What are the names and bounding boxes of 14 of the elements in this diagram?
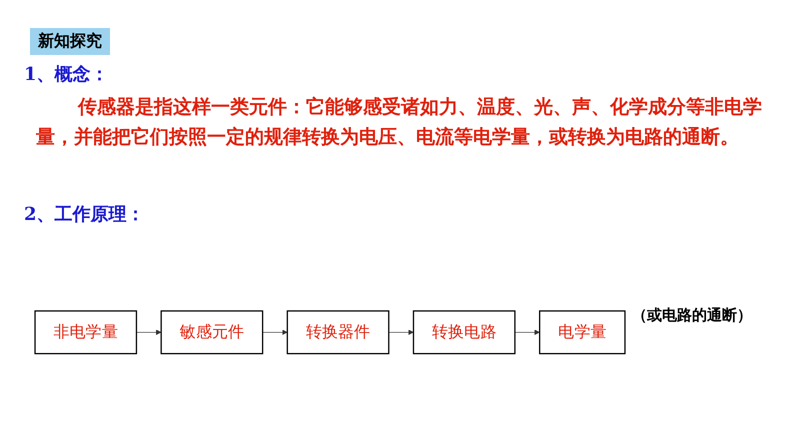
arrow	[136, 330, 162, 336]
node-note: （或电路的通断）	[632, 306, 752, 325]
arrow	[388, 330, 414, 336]
heading: 2、工作原理：	[24, 203, 145, 226]
section-heading: 新知探究	[30, 28, 110, 55]
node-box: 电学量	[539, 310, 626, 354]
arrow	[514, 330, 540, 336]
node-box: 转换电路	[412, 310, 516, 354]
definition-paragraph: 传感器是指这样一类元件：它能够感受诸如力、温度、光、声、化学成分等非电学量，并能把它们按照一定的规律转换为电压、电流等电学量，或转换为电路的通断。	[36, 95, 763, 150]
node-box: 转换器件	[286, 310, 390, 354]
arrow	[262, 330, 288, 336]
node-box: 敏感元件	[160, 310, 264, 354]
heading: 1、概念：	[24, 63, 109, 86]
node-box: 非电学量	[34, 310, 138, 354]
